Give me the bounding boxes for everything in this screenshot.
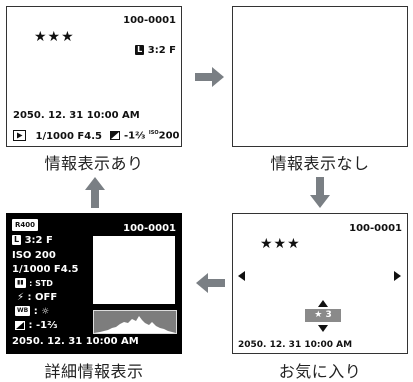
iso-chip-row: R400 [12,219,39,231]
rating-up-icon[interactable] [318,300,328,307]
ev-icon [15,320,25,330]
flash-icon: ⚡ [17,292,25,303]
datetime: 2050. 12. 31 10:00 AM [13,110,140,121]
aspect-ratio: 3:2 F [147,45,176,56]
caption-favorites: お気に入り [278,362,362,381]
histogram [93,310,177,334]
ev-value: -1⅔ [123,130,146,142]
frame-number: 100-0001 [349,223,402,234]
exposure-line: 1/1000 F4.5 -1⅔ ISO200 [13,130,179,142]
iso-chip: R400 [12,219,39,231]
next-arrow-icon[interactable] [394,271,402,281]
iso-value: 200 [158,130,180,142]
screen-info-off [232,6,408,147]
image-size-chip: L [12,235,22,245]
caption-info-off: 情報表示なし [270,154,370,173]
image-thumbnail [93,236,175,304]
wb-value: : [33,306,38,317]
datetime: 2050. 12. 31 10:00 AM [12,336,139,347]
image-size-aspect: L 3:2 F [12,235,53,246]
arrow-left-icon [196,273,225,293]
ev-value: : -1⅔ [28,320,58,331]
arrow-up-icon [85,177,105,208]
frame-number: 100-0001 [123,223,176,234]
flash-value: : OFF [27,292,58,303]
shutter-aperture: 1/1000 F4.5 [12,264,79,275]
datetime: 2050. 12. 31 10:00 AM [238,340,353,350]
rating-stars: ★★★ [34,29,75,45]
aspect-ratio: 3:2 F [24,235,53,246]
wb-sun-icon: ☼ [41,307,50,317]
ev-row: : -1⅔ [15,320,57,331]
image-size-chip: L [135,45,145,55]
iso-label: ISO [148,130,159,137]
caption-detail: 詳細情報表示 [44,362,144,381]
frame-number: 100-0001 [123,15,176,26]
image-size-aspect: L 3:2 F [135,45,176,56]
prev-arrow-icon[interactable] [238,271,246,281]
caption-info-on: 情報表示あり [44,154,144,173]
arrow-right-icon [195,67,224,87]
screen-detail: R400 100-0001 L 3:2 F ISO 200 1/1000 F4.… [6,213,182,354]
rating-stars: ★★★ [260,236,301,252]
play-icon [13,130,26,141]
drive-row: ▮▮ : STD [15,278,53,289]
rating-down-icon[interactable] [318,325,328,332]
drive-value: : STD [29,279,53,288]
flash-row: ⚡ : OFF [17,292,57,303]
screen-favorites: 100-0001 ★★★ ★ 3 2050. 12. 31 10:00 AM [232,213,408,354]
film-sim-icon: ▮▮ [15,278,26,288]
arrow-down-icon [310,177,330,208]
shutter-aperture: 1/1000 F4.5 [35,130,102,142]
wb-icon: WB [15,306,31,316]
rating-chip[interactable]: ★ 3 [305,309,341,322]
wb-row: WB : ☼ [15,306,49,317]
iso-line: ISO 200 [12,250,56,261]
screen-info-on: 100-0001 ★★★ L 3:2 F 2050. 12. 31 10:00 … [6,6,182,147]
ev-icon [110,131,121,140]
